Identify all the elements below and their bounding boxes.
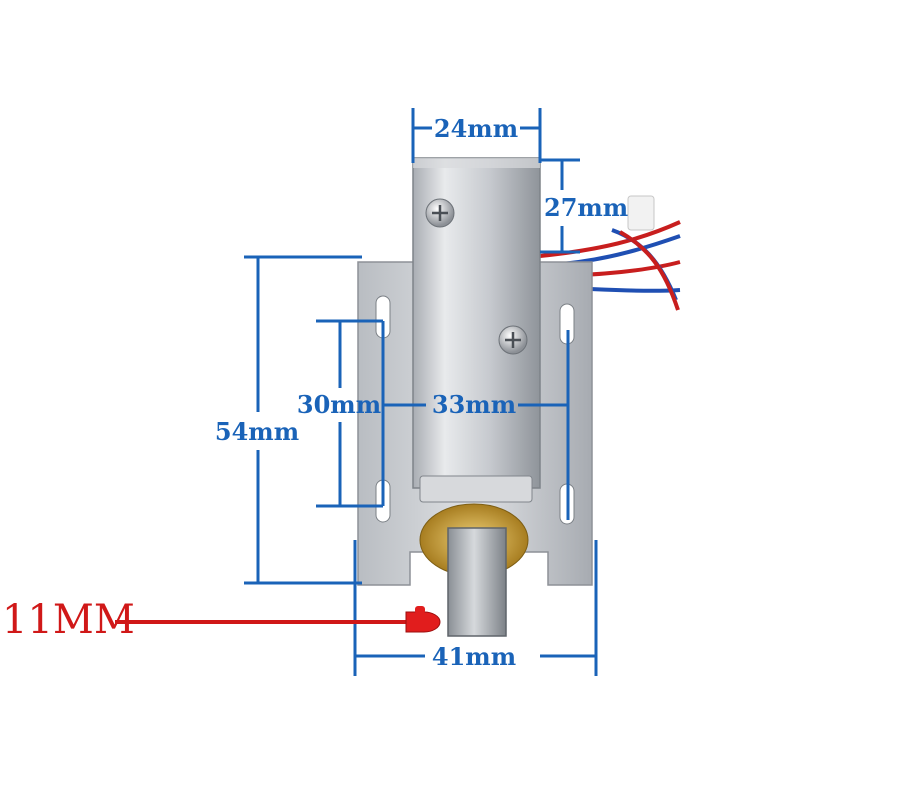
label-27mm: 27mm	[544, 193, 628, 222]
label-33mm: 33mm	[432, 390, 516, 419]
wire-connector	[627, 195, 655, 231]
bolt-collar	[419, 475, 533, 503]
screw-icon	[498, 325, 528, 355]
lock-illustration	[357, 157, 681, 637]
label-41mm: 41mm	[432, 642, 516, 671]
label-30mm: 30mm	[297, 390, 381, 419]
label-54mm: 54mm	[215, 417, 299, 446]
dimension-lines	[244, 108, 598, 676]
label-11mm: 11MM	[2, 597, 135, 643]
screw-icon	[425, 198, 455, 228]
label-24mm: 24mm	[434, 114, 518, 143]
housing-edge	[413, 158, 540, 168]
lock-bolt	[447, 527, 507, 637]
bolt-callout	[115, 606, 441, 633]
pointing-hand-icon	[405, 611, 441, 633]
